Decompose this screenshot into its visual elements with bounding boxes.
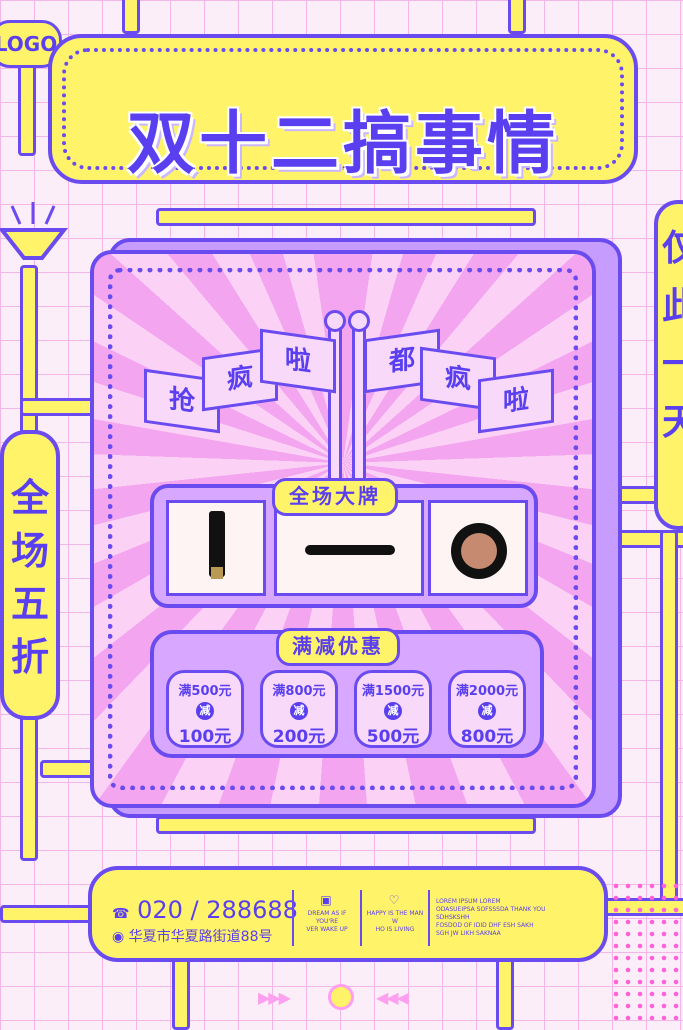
footer-bar: ☎ 020 / 288688 ◉ 华夏市华夏路街道88号 DREAM AS IF… [88, 866, 608, 962]
page-title: 双十二搞事情 [126, 105, 559, 184]
side-char: 天 [662, 394, 683, 452]
main-dotted-border [108, 268, 578, 790]
tube-cap [211, 567, 223, 579]
pipe [0, 905, 98, 923]
divider [428, 890, 430, 946]
pipe [172, 955, 190, 1030]
phone-icon: ☎ [112, 906, 130, 922]
side-char: 五 [10, 582, 49, 626]
coupon-threshold: 满500元 [178, 684, 232, 699]
pipe [156, 816, 536, 834]
coupon-minus: 减 [384, 702, 402, 720]
pipe [40, 760, 96, 778]
coupon-threshold: 满1500元 [361, 684, 425, 699]
location-icon: ◉ [112, 929, 125, 945]
arrows-right-icon: ▶▶▶ [258, 988, 291, 1007]
side-banner-right: 仅 此 一 天 [654, 200, 683, 530]
coupon[interactable]: 满2000元 减 800元 [448, 670, 526, 748]
coupon-minus: 减 [478, 702, 496, 720]
pipe [20, 715, 38, 861]
logo: LOGO [0, 20, 62, 68]
coupon-threshold: 满2000元 [455, 684, 519, 699]
title-dotted-border [62, 48, 624, 170]
mascara-image [305, 545, 395, 555]
coupon[interactable]: 满800元 减 200元 [260, 670, 338, 748]
pipe [508, 0, 526, 34]
side-char: 仅 [662, 220, 683, 278]
flag-char: 啦 [260, 328, 336, 394]
slogan-2: HAPPY IS THE MAN W HO IS LIVING [366, 910, 424, 933]
coupon-amount: 800元 [460, 727, 514, 747]
coupon-minus: 减 [196, 702, 214, 720]
coupon-threshold: 满800元 [272, 684, 326, 699]
circle-icon [328, 984, 354, 1010]
discount-tag: 满减优惠 [276, 628, 400, 666]
title-banner: 双十二搞事情 [48, 34, 638, 184]
coupon-amount: 200元 [272, 727, 326, 747]
phone-divider: / [190, 896, 199, 924]
product-tube [166, 500, 266, 596]
coupon-amount: 100元 [178, 727, 232, 747]
side-char: 一 [662, 336, 683, 394]
address-text: 华夏市华夏路街道88号 [128, 929, 273, 945]
coupon-amount: 500元 [366, 727, 420, 747]
discount-section: 满500元 减 100元 满800元 减 200元 满1500元 减 500元 … [150, 630, 544, 758]
divider [292, 890, 294, 946]
side-banner-right-text: 仅 此 一 天 [662, 220, 683, 452]
heart-icon: ♡ [388, 893, 400, 907]
side-banner-left-text: 全 场 五 折 [4, 472, 56, 684]
side-banner-left: 全 场 五 折 [0, 430, 60, 720]
pipe [122, 0, 140, 34]
side-char: 全 [10, 476, 49, 520]
pole-knob [348, 310, 370, 332]
product-compact [428, 500, 528, 596]
pipe [156, 208, 536, 226]
coupon[interactable]: 满1500元 减 500元 [354, 670, 432, 748]
phone-prefix: 020 [137, 896, 183, 924]
side-char: 此 [662, 278, 683, 336]
pipe [496, 955, 514, 1030]
pipe [660, 530, 678, 916]
footer-small-text: LOREM IPSUM LOREM ODASUEIPSA SOFSSSDA TH… [436, 898, 546, 937]
dot-pattern [610, 880, 683, 1024]
side-char: 场 [10, 529, 49, 573]
divider [360, 890, 362, 946]
slogan-1: DREAM AS IF YOU'RE VER WAKE UP [306, 910, 348, 933]
funnel-icon [0, 202, 69, 260]
side-char: 折 [10, 635, 49, 679]
flag-char: 啦 [478, 368, 554, 434]
phone-number: 288688 [206, 896, 298, 924]
compact-powder [461, 533, 497, 569]
chat-icon: ▣ [320, 893, 332, 907]
phone-line[interactable]: ☎ 020 / 288688 [112, 896, 298, 924]
arrows-left-icon: ◀◀◀ [376, 988, 409, 1007]
pipe [18, 60, 36, 156]
address-line: ◉ 华夏市华夏路街道88号 [112, 926, 273, 946]
coupon-minus: 减 [290, 702, 308, 720]
coupon[interactable]: 满500元 减 100元 [166, 670, 244, 748]
pole-knob [324, 310, 346, 332]
brand-tag: 全场大牌 [272, 478, 398, 516]
tube-image [209, 511, 225, 577]
